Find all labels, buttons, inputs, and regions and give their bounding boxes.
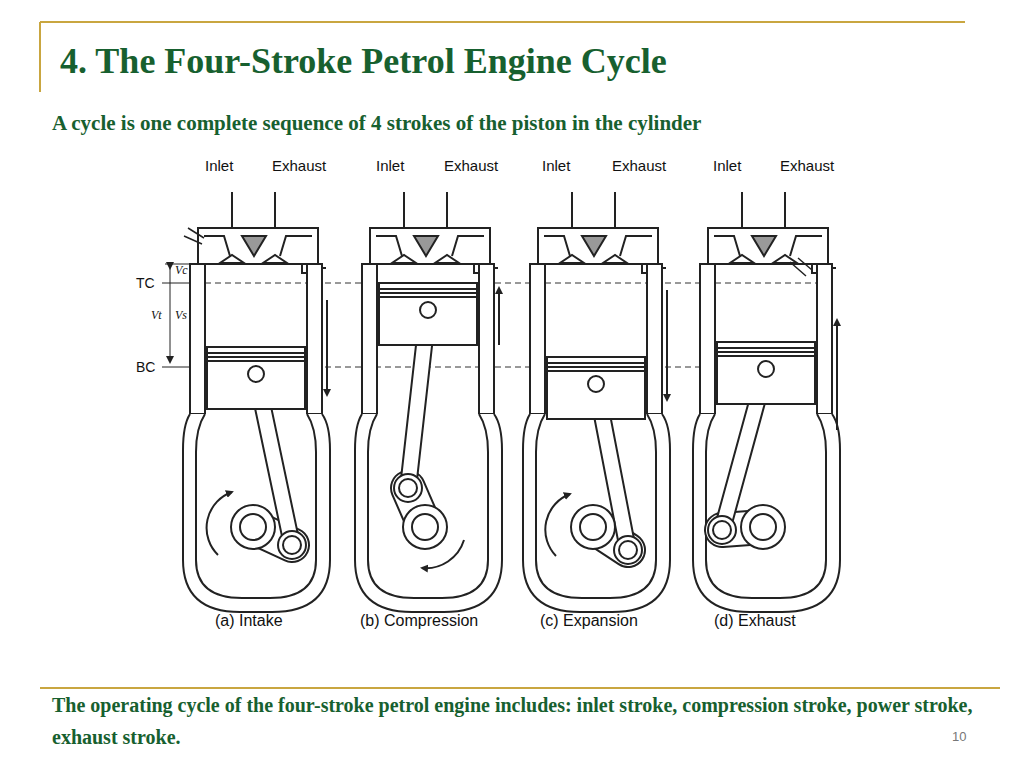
stroke-caption: (a) Intake: [215, 612, 283, 630]
stroke-caption: (c) Expansion: [540, 612, 638, 630]
subtitle: A cycle is one complete sequence of 4 st…: [52, 111, 701, 136]
valve-label: Exhaust: [272, 157, 326, 174]
valve-label: Inlet: [713, 157, 741, 174]
position-label: BC: [136, 359, 155, 375]
valve-label: Inlet: [376, 157, 404, 174]
slide-title: 4. The Four-Stroke Petrol Engine Cycle: [60, 40, 667, 82]
slide-caption: The operating cycle of the four-stroke p…: [52, 689, 1007, 753]
valve-label: Exhaust: [612, 157, 666, 174]
page-number: 10: [952, 729, 966, 744]
volume-label: Vs: [175, 308, 187, 323]
stroke-caption: (d) Exhaust: [714, 612, 796, 630]
valve-label: Exhaust: [444, 157, 498, 174]
volume-label: Vc: [175, 263, 188, 278]
stroke-caption: (b) Compression: [360, 612, 478, 630]
valve-label: Inlet: [205, 157, 233, 174]
valve-label: Exhaust: [780, 157, 834, 174]
valve-label: Inlet: [542, 157, 570, 174]
volume-label: Vt: [151, 308, 162, 323]
position-label: TC: [136, 275, 155, 291]
